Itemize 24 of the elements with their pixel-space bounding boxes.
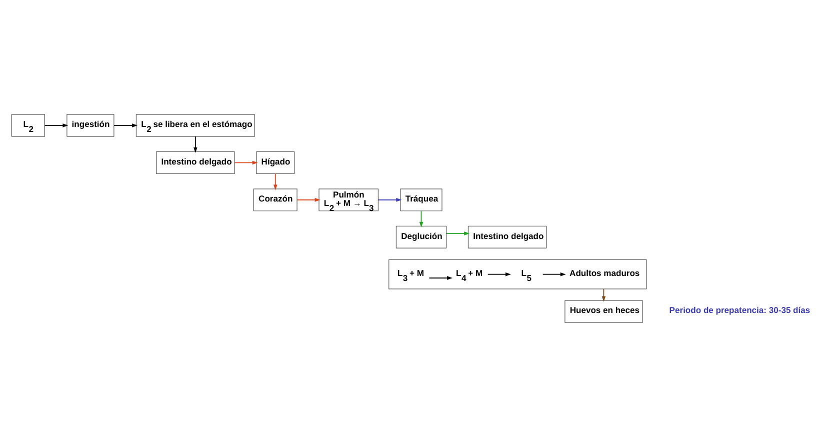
arrow — [44, 123, 68, 127]
node-text: Adultos maduros — [569, 267, 640, 278]
label: Periodo de prepatencia: 30-35 días — [668, 304, 810, 315]
node-box: Corazón — [252, 188, 297, 211]
arrow — [272, 172, 277, 190]
node-box: ingestión — [66, 114, 114, 136]
arrow — [542, 272, 566, 276]
arrow — [418, 210, 423, 227]
node-box: Huevos en heces — [564, 300, 642, 322]
arrow — [377, 197, 402, 202]
cluster — [388, 258, 646, 289]
arrow — [234, 160, 258, 164]
node-box: Intestino delgado — [156, 150, 234, 174]
node-box: Tráquea — [400, 188, 442, 211]
arrow — [445, 231, 470, 235]
node-box: Deglución — [395, 225, 446, 248]
arrow — [601, 288, 606, 302]
arrow — [428, 276, 452, 280]
node-box: Hígado — [256, 150, 294, 174]
arrow — [113, 123, 138, 127]
arrow — [486, 272, 510, 276]
arrow — [296, 197, 320, 202]
arrow — [192, 136, 197, 152]
node-box: Intestino delgado — [467, 225, 546, 248]
